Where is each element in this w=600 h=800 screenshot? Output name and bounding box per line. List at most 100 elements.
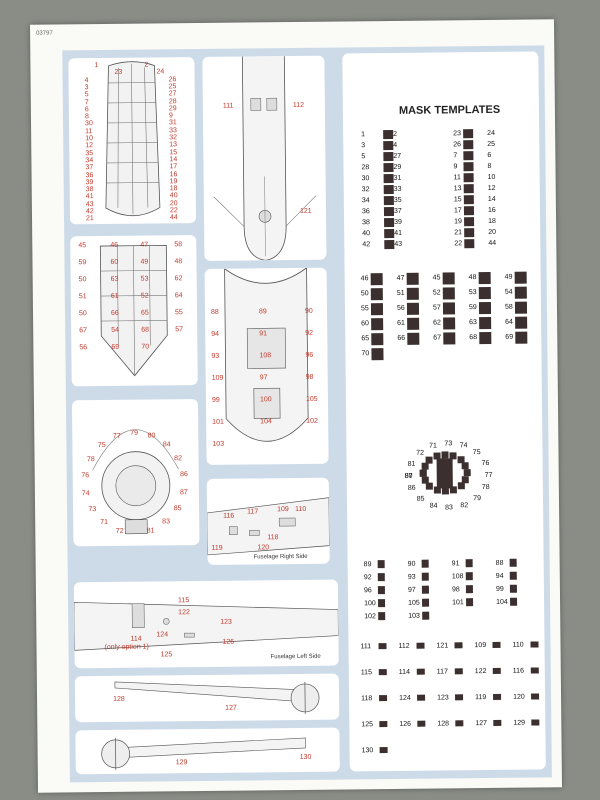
- callout-label-72: 72: [115, 527, 124, 535]
- template-label-123: 123: [437, 694, 449, 702]
- mask-shape-110: [530, 641, 539, 648]
- callout-label-61: 61: [110, 292, 119, 300]
- template-label-23: 23: [453, 130, 461, 138]
- callout-label-28: 28: [168, 97, 177, 105]
- template-label-81: 81: [407, 460, 416, 468]
- mask-shape-66: [407, 332, 420, 345]
- callout-label-66: 66: [110, 309, 119, 317]
- callout-label-59: 59: [78, 259, 87, 267]
- callout-label-83: 83: [162, 518, 170, 526]
- mask-shape-94: [509, 571, 517, 580]
- template-label-129: 129: [513, 719, 526, 727]
- template-label-97: 97: [407, 586, 416, 594]
- callout-label-93: 93: [211, 352, 220, 360]
- callout-label-46: 46: [110, 241, 119, 249]
- callout-label-37: 37: [85, 164, 94, 172]
- template-label-74: 74: [459, 442, 468, 450]
- callout-label-65: 65: [140, 309, 149, 317]
- callout-label-33: 33: [169, 126, 177, 135]
- callout-label-58: 58: [174, 241, 183, 249]
- callout-label-43: 43: [85, 200, 94, 208]
- template-label-51: 51: [396, 289, 405, 297]
- mask-shape-37: [383, 206, 395, 217]
- mask-shape-70: [371, 348, 384, 361]
- template-label-57: 57: [432, 304, 441, 312]
- label-121: 121: [299, 207, 312, 215]
- mask-shape-4: [383, 140, 394, 151]
- callout-label-56: 56: [79, 344, 88, 352]
- template-label-41: 41: [394, 229, 403, 237]
- template-label-38: 38: [362, 219, 370, 227]
- template-label-111: 111: [360, 643, 372, 651]
- callout-label-89: 89: [258, 308, 267, 316]
- mask-shape-93: [421, 572, 429, 581]
- mask-shape-98: [465, 585, 473, 594]
- label-125: 125: [160, 651, 173, 659]
- mask-shape-23: [463, 129, 474, 139]
- template-label-26: 26: [453, 141, 462, 149]
- template-label-118: 118: [361, 695, 373, 703]
- template-label-124: 124: [399, 694, 411, 702]
- template-label-52: 52: [432, 289, 441, 297]
- callout-label-71: 71: [100, 519, 109, 527]
- template-label-108: 108: [451, 573, 464, 581]
- template-label-36: 36: [361, 208, 370, 216]
- label-122: 122: [178, 609, 190, 617]
- template-label-5: 5: [361, 153, 366, 161]
- callout-label-21: 21: [85, 215, 94, 223]
- template-label-69: 69: [505, 333, 514, 341]
- template-label-27: 27: [393, 152, 402, 160]
- template-label-59: 59: [468, 304, 477, 312]
- template-label-104: 104: [496, 598, 508, 606]
- template-label-53: 53: [468, 289, 477, 297]
- mask-shape-123: [455, 694, 464, 701]
- template-label-94: 94: [495, 572, 504, 580]
- mask-shape-117: [454, 668, 463, 675]
- callout-label-54: 54: [111, 326, 120, 334]
- callout-label-99: 99: [211, 396, 220, 404]
- mask-shape-105: [422, 598, 430, 607]
- mask-shape-21: [464, 228, 475, 238]
- template-label-84: 84: [429, 502, 438, 510]
- label-128: 128: [113, 695, 125, 703]
- template-label-60: 60: [361, 320, 369, 328]
- template-label-68: 68: [469, 334, 478, 342]
- mask-shape-2: [383, 129, 394, 140]
- callout-label-27: 27: [168, 90, 177, 98]
- template-label-17: 17: [453, 207, 462, 215]
- callout-label-11: 11: [85, 127, 93, 135]
- mask-shape-96: [377, 586, 385, 595]
- template-label-58: 58: [504, 303, 513, 311]
- template-label-13: 13: [453, 185, 462, 193]
- callout-label-36: 36: [85, 171, 94, 179]
- callout-label-39: 39: [85, 178, 94, 186]
- wing-panel-2: 129 130: [75, 727, 340, 775]
- mask-shape-120: [531, 693, 540, 700]
- template-label-103: 103: [408, 612, 420, 620]
- template-label-64: 64: [505, 318, 513, 326]
- callout-label-62: 62: [174, 275, 183, 283]
- mask-shape-45: [442, 272, 455, 285]
- label-130: 130: [299, 753, 312, 761]
- mask-shape-112: [416, 642, 425, 649]
- template-label-67: 67: [433, 334, 442, 342]
- template-label-24: 24: [487, 129, 495, 137]
- mask-shape-29: [383, 162, 394, 173]
- template-label-28: 28: [361, 164, 370, 172]
- callout-label-102: 102: [306, 417, 318, 425]
- callout-label-30: 30: [84, 120, 93, 128]
- template-label-116: 116: [512, 667, 524, 675]
- callout-label-94: 94: [211, 330, 220, 338]
- template-label-119: 119: [475, 694, 487, 702]
- mask-shape-31: [383, 173, 394, 184]
- callout-label-101: 101: [212, 418, 224, 426]
- callout-label-73: 73: [88, 506, 97, 514]
- template-label-37: 37: [393, 207, 402, 215]
- mask-shape-124: [417, 694, 426, 701]
- mask-shape-39: [384, 217, 395, 228]
- callout-label-5: 5: [84, 91, 89, 99]
- template-label-11: 11: [453, 174, 461, 182]
- wing-drawing-1: [114, 681, 320, 714]
- mask-shape-56: [406, 302, 420, 315]
